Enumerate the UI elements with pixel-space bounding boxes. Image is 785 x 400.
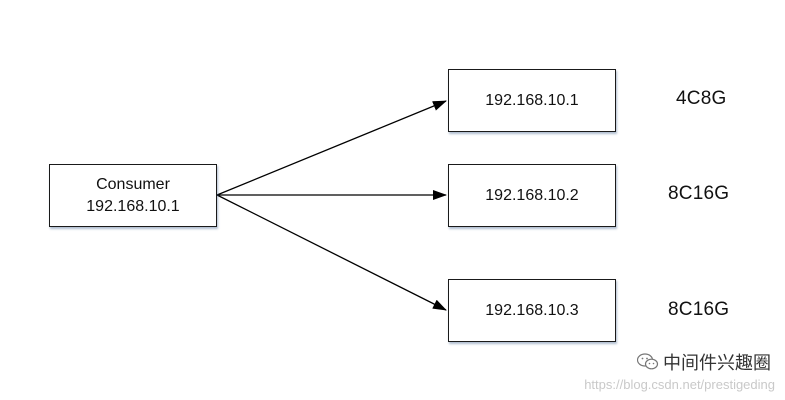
arrow-to-provider-1 [216,100,447,196]
provider-node-2: 192.168.10.2 [448,164,616,227]
consumer-title: Consumer [96,175,170,193]
watermark-brand-text: 中间件兴趣圈 [663,353,771,373]
wechat-icon [637,353,659,370]
provider-ip: 192.168.10.1 [485,91,579,109]
provider-spec-3: 8C16G [668,299,730,320]
watermark-url: https://blog.csdn.net/prestigeding [584,377,775,392]
provider-ip: 192.168.10.3 [485,301,579,319]
provider-spec-1: 4C8G [676,88,727,109]
arrow-to-provider-3 [216,194,447,311]
provider-ip: 192.168.10.2 [485,186,579,204]
consumer-node: Consumer 192.168.10.1 [49,164,217,227]
provider-spec-2: 8C16G [668,183,730,204]
provider-node-3: 192.168.10.3 [448,279,616,342]
provider-node-1: 192.168.10.1 [448,69,616,132]
watermark-brand: 中间件兴趣圈 [637,349,771,375]
consumer-ip: 192.168.10.1 [86,197,180,215]
